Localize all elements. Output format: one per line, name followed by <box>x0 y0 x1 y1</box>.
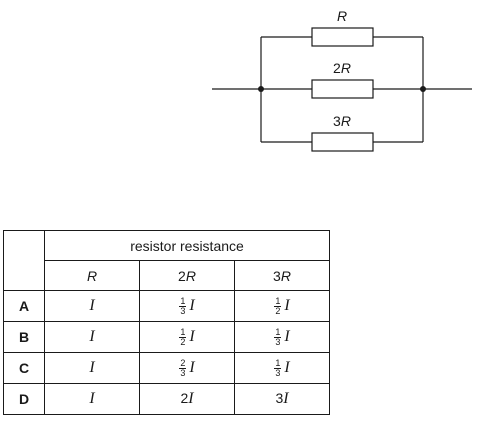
parallel-circuit-diagram: R 2R 3R <box>212 8 472 152</box>
junction-left-dot <box>258 86 264 92</box>
current-symbol: I <box>284 296 290 314</box>
label-3r-sym: R <box>341 113 351 129</box>
fraction-denominator: 2 <box>180 336 186 347</box>
label-3r-prefix: 3 <box>333 113 341 129</box>
option-key: D <box>3 383 45 415</box>
current-symbol: I <box>89 390 95 407</box>
fraction-denominator: 2 <box>275 305 281 316</box>
table-corner-cell <box>3 230 45 291</box>
current-symbol: I <box>283 390 289 407</box>
current-cell: I <box>44 352 140 384</box>
current-cell: I <box>44 321 140 353</box>
current-cell: 2I <box>139 383 235 415</box>
current-symbol: I <box>284 358 290 376</box>
column-header-2r: 2R <box>139 260 235 291</box>
fraction-denominator: 3 <box>180 305 186 316</box>
current-symbol: I <box>89 359 95 376</box>
column-header-3r: 3R <box>234 260 330 291</box>
current-symbol: I <box>284 327 290 345</box>
current-cell: 3I <box>234 383 330 415</box>
junction-right-dot <box>420 86 426 92</box>
label-resistor-3r: 3R <box>333 113 351 129</box>
option-key: C <box>3 352 45 384</box>
current-symbol: I <box>188 390 194 407</box>
current-cell: I <box>44 383 140 415</box>
fraction-numerator: 1 <box>179 326 187 338</box>
fraction-numerator: 1 <box>274 326 282 338</box>
coefficient: 2 <box>180 390 189 406</box>
resistor-2r <box>311 79 374 99</box>
fraction-numerator: 1 <box>274 295 282 307</box>
coefficient: 3 <box>275 390 284 406</box>
label-resistor-r: R <box>337 8 347 24</box>
fraction-denominator: 3 <box>275 367 281 378</box>
current-symbol: I <box>89 328 95 345</box>
current-symbol: I <box>89 297 95 314</box>
group-header: resistor resistance <box>44 230 330 261</box>
label-resistor-2r: 2R <box>333 60 351 76</box>
fraction-denominator: 3 <box>180 367 186 378</box>
column-header-r: R <box>44 260 140 291</box>
current-symbol: I <box>189 358 195 376</box>
fraction-numerator: 2 <box>179 357 187 369</box>
resistor-3r <box>311 132 374 152</box>
resistor-r <box>311 27 374 47</box>
current-cell: I <box>44 290 140 322</box>
fraction-denominator: 3 <box>275 336 281 347</box>
fraction-numerator: 1 <box>179 295 187 307</box>
label-2r-sym: R <box>341 60 351 76</box>
current-symbol: I <box>189 327 195 345</box>
option-key: A <box>3 290 45 322</box>
current-symbol: I <box>189 296 195 314</box>
fraction-numerator: 1 <box>274 357 282 369</box>
option-key: B <box>3 321 45 353</box>
label-2r-prefix: 2 <box>333 60 341 76</box>
